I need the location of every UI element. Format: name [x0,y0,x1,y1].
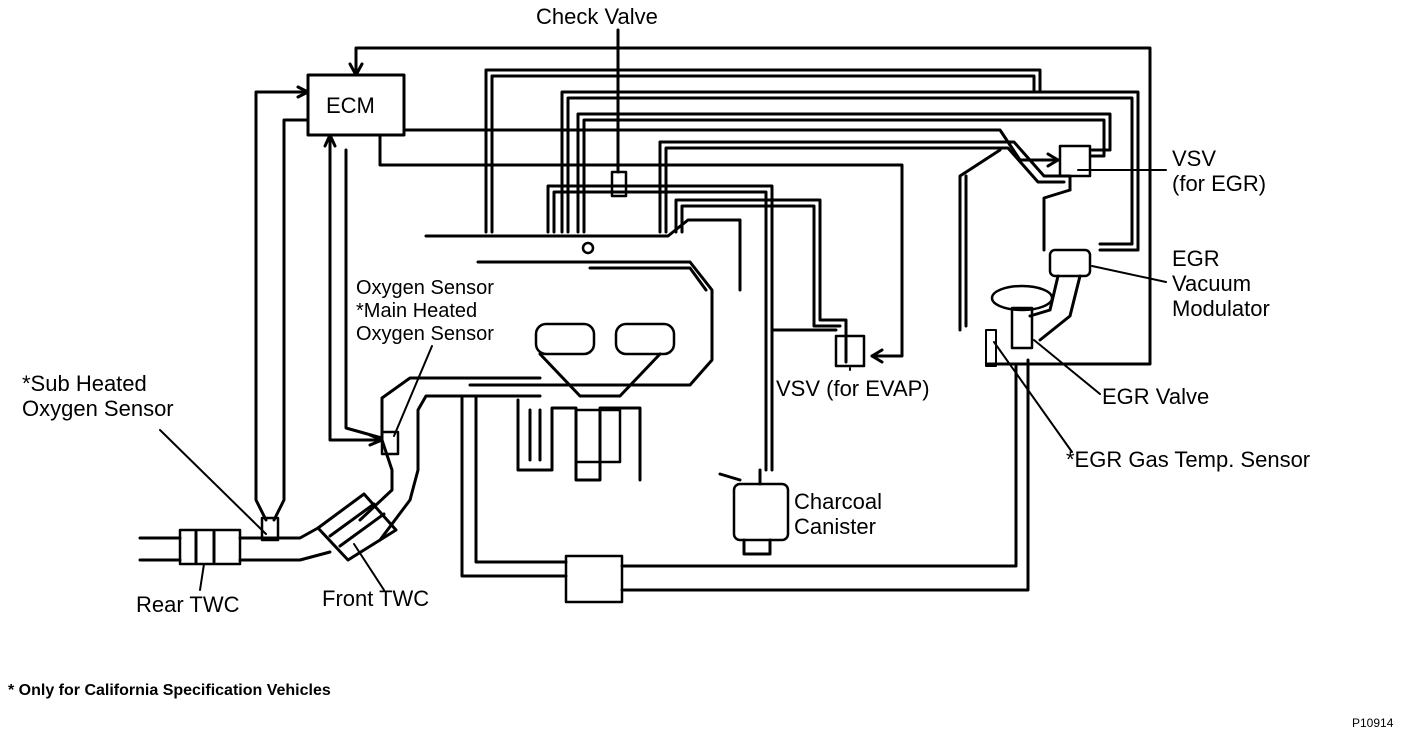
check-valve-body [610,170,628,198]
sub-sensor-arrow [296,85,310,99]
hose-4 [566,96,1134,246]
figure-code: P10914 [1352,716,1394,730]
vsv-egr-label: VSV (for EGR) [1172,146,1267,196]
canister-vent [718,472,742,482]
evap-hose-b [680,204,842,328]
vsv-evap-label: VSV (for EVAP) [776,376,930,401]
egr-temp-leader [993,341,1073,453]
rear-twc-label: Rear TWC [136,592,240,617]
main-sensor-wire-a [328,133,384,442]
modulator-hose [1028,274,1060,318]
egr-vacuum-modulator-label: EGR Vacuum Modulator [1172,246,1270,321]
vsv-evap-body [834,334,866,368]
ecm-vsv-egr-arrow [1046,152,1060,168]
ecm-label: ECM [326,93,375,118]
egr-valve-label: EGR Valve [1102,384,1210,409]
egr-gas-temp-sensor-label: *EGR Gas Temp. Sensor [1066,447,1311,472]
check-valve-label: Check Valve [536,4,658,29]
front-twc-label: Front TWC [322,586,430,611]
head-shape [538,352,662,398]
pipe-bottom [238,550,332,562]
oxygen-sensor-leader [393,345,433,437]
rear-twc [178,528,242,566]
intake-bottom [468,260,714,387]
rear-twc-leader [199,563,205,591]
pipe-top [238,526,320,540]
egr-valve-diaphragm [990,284,1054,312]
egr-cooler [564,554,624,604]
egr-hose-b [664,146,1066,234]
exhaust-a [358,376,542,522]
egr-modulator-leader [1091,265,1167,283]
sub-heated-oxygen-sensor-label: *Sub Heated Oxygen Sensor [22,371,174,421]
hose-6 [582,118,1106,234]
ecm-top-wire [354,46,1152,366]
hose-1 [484,68,1042,234]
front-twc-leader [353,543,385,591]
main-sensor-body [380,430,400,456]
egr-main-line [958,148,1002,332]
egr-hose-a [658,140,1072,234]
valve-cover-left [534,322,596,356]
intake-inner [588,266,708,292]
sub-sensor-leader [159,429,267,535]
egr-valve-leader [1033,339,1101,395]
ecm-vsv-evap-wire [378,133,904,358]
sub-sensor-wire-a [254,90,310,522]
exhaust-b [378,394,542,542]
egr-modulator-body [1048,248,1092,278]
engine-block [516,398,642,482]
footnote: * Only for California Specification Vehi… [8,682,331,699]
egr-valve-stem [1010,306,1034,350]
egr-pipe-b [474,396,568,564]
intake-top [424,218,742,292]
front-twc [316,492,398,562]
intake-port [581,241,595,255]
ecm-vsv-egr-wire [402,128,1060,162]
hose-3 [560,90,1140,252]
ecm-top-arrow [348,62,364,77]
egr-temp-sensor [985,329,997,367]
egr-pipe-a [460,396,568,578]
charcoal-canister-label: Charcoal Canister [794,489,883,539]
egr-pipe-d [620,358,1030,592]
cylinder-piston [574,408,622,464]
sub-sensor-wire-b [272,118,310,522]
front-twc-fin2 [338,512,386,548]
oxygen-sensor-label: Oxygen Sensor *Main Heated Oxygen Sensor [356,277,494,345]
main-sensor-arrow-top [323,133,337,148]
check-valve-hose-b [552,190,768,472]
evap-hose-a [674,198,848,342]
ecm-vsv-evap-arrow [870,348,884,364]
canister-bottom [742,538,772,556]
canister-body [732,482,790,542]
modulator-hose-b [1038,274,1082,342]
front-twc-fin [328,502,376,538]
vsv-egr-body [1058,144,1092,178]
egr-pipe-c [620,362,1018,568]
valve-cover-right [614,322,676,356]
hose-2 [490,74,1036,234]
vsv-to-modulator [1042,188,1072,252]
